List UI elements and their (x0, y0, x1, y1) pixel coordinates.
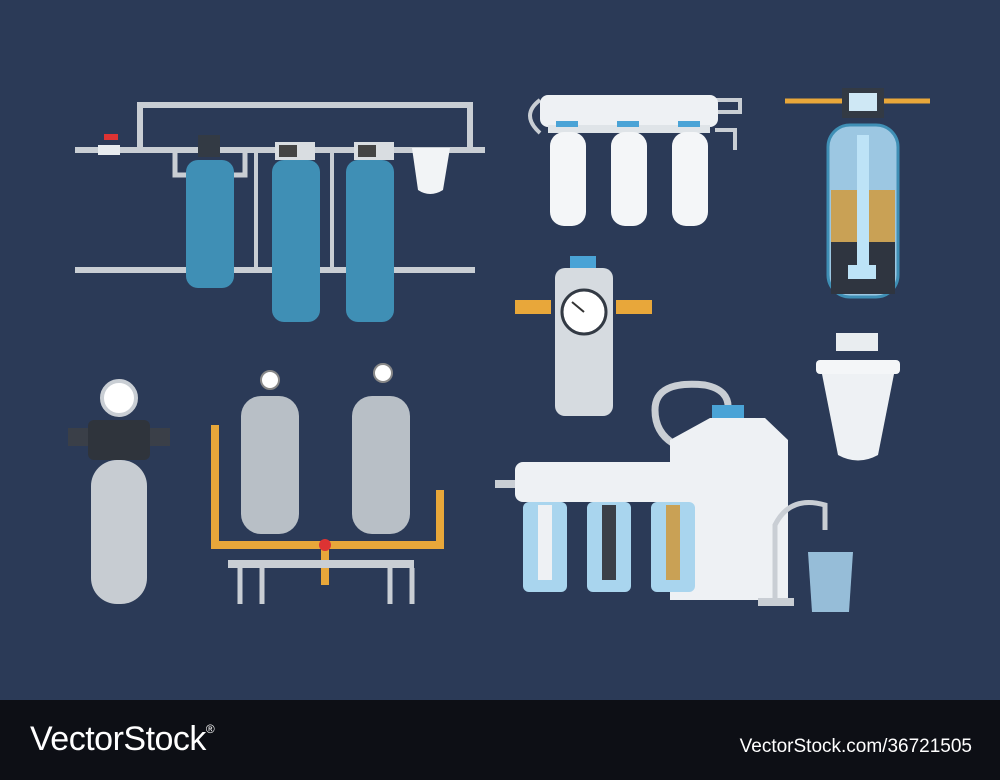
image-reference: VectorStock.com/36721505 (739, 736, 972, 757)
reverse-osmosis-system-with-faucet-and-glass (495, 380, 853, 612)
watermark-footer: VectorStock® VectorStock.com/36721505 (0, 700, 1000, 780)
brand-name: VectorStock (30, 720, 206, 758)
registered-mark: ® (205, 722, 215, 736)
ion-exchange-softener-tank (785, 88, 930, 299)
twin-steel-pressure-vessels (211, 363, 444, 604)
vectorstock-logo: VectorStock® (30, 720, 215, 759)
under-sink-three-stage-filter (528, 95, 742, 226)
jug-filter-cartridge (816, 333, 900, 461)
illustration-canvas (68, 88, 930, 612)
water-softener-line-with-three-tanks (75, 102, 485, 322)
housing-filter-with-pressure-gauge (515, 256, 652, 416)
big-blue-filter-housing-with-gauge (68, 379, 170, 604)
